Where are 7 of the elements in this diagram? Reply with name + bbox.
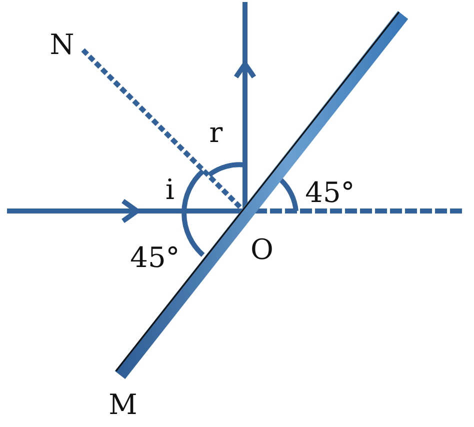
point-label: O xyxy=(250,235,274,265)
angle-label: 45° xyxy=(305,178,355,208)
point-label: N xyxy=(50,30,74,60)
point-label: M xyxy=(108,390,138,420)
angle-label: r xyxy=(209,118,223,148)
angle-label: i xyxy=(166,175,174,205)
angle-label: 45° xyxy=(130,243,180,273)
